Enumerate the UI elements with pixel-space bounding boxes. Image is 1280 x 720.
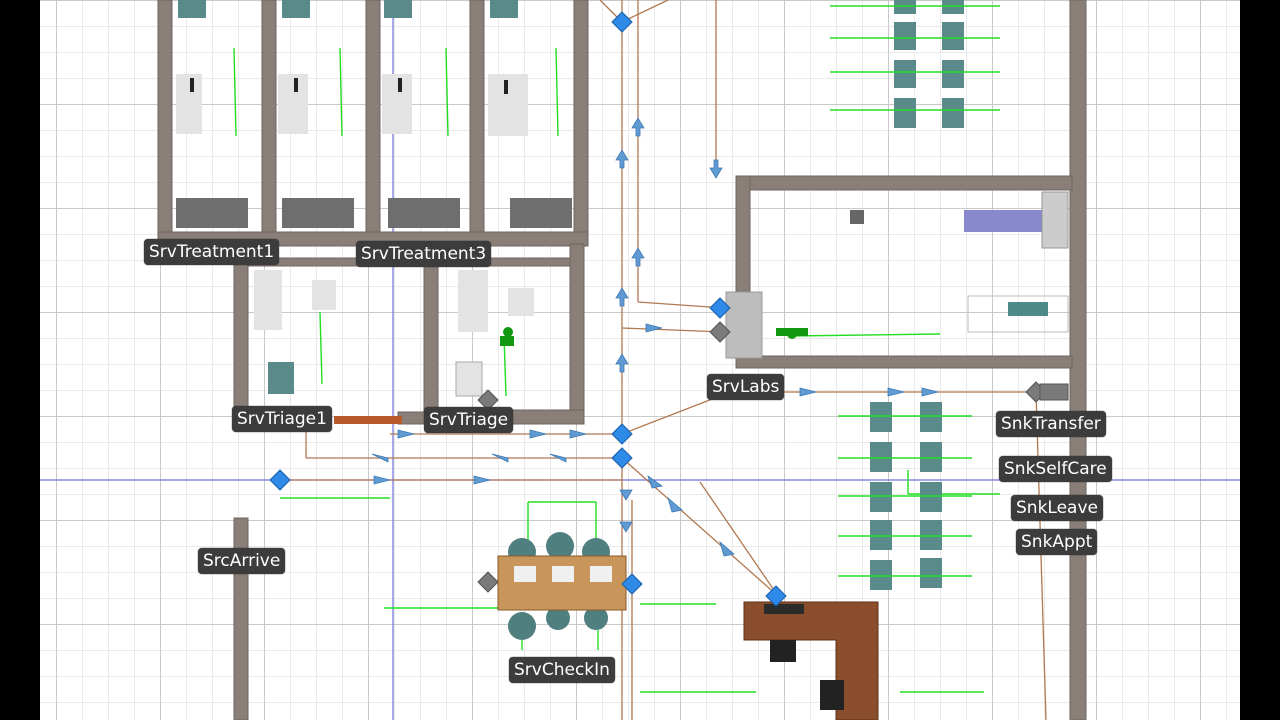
waiting-arrows [830, 5, 1000, 577]
label-srv-triage[interactable]: SrvTriage [424, 407, 514, 433]
label-srv-treatment3[interactable]: SrvTreatment3 [356, 241, 492, 267]
label-src-arrive[interactable]: SrcArrive [198, 548, 286, 574]
facility-drawing[interactable] [40, 0, 1240, 720]
grey-node-icon[interactable] [477, 321, 1069, 593]
label-srv-check-in[interactable]: SrvCheckIn [509, 657, 615, 683]
path-direction-arrow-icon [371, 117, 939, 557]
label-snk-leave[interactable]: SnkLeave [1011, 495, 1103, 521]
label-snk-appt[interactable]: SnkAppt [1016, 529, 1098, 555]
triage-connector [334, 416, 402, 424]
waiting-chairs-bottom [870, 402, 942, 590]
treatment-room-furniture [176, 0, 572, 397]
person-figure-icon [500, 327, 808, 346]
label-snk-self-care[interactable]: SnkSelfCare [999, 456, 1112, 482]
check-in-desk [497, 532, 627, 640]
waiting-chairs-top [894, 0, 964, 128]
diamond-node-icon[interactable] [269, 11, 787, 607]
label-srv-triage1[interactable]: SrvTriage1 [232, 406, 332, 432]
label-srv-labs[interactable]: SrvLabs [707, 374, 785, 400]
model-canvas[interactable]: SrvTreatment1 SrvTreatment3 SrvTriage1 S… [40, 0, 1240, 720]
label-snk-transfer[interactable]: SnkTransfer [996, 411, 1106, 437]
label-srv-treatment1[interactable]: SrvTreatment1 [144, 239, 280, 265]
labs-equipment [725, 191, 1069, 359]
office-desk [743, 601, 879, 720]
